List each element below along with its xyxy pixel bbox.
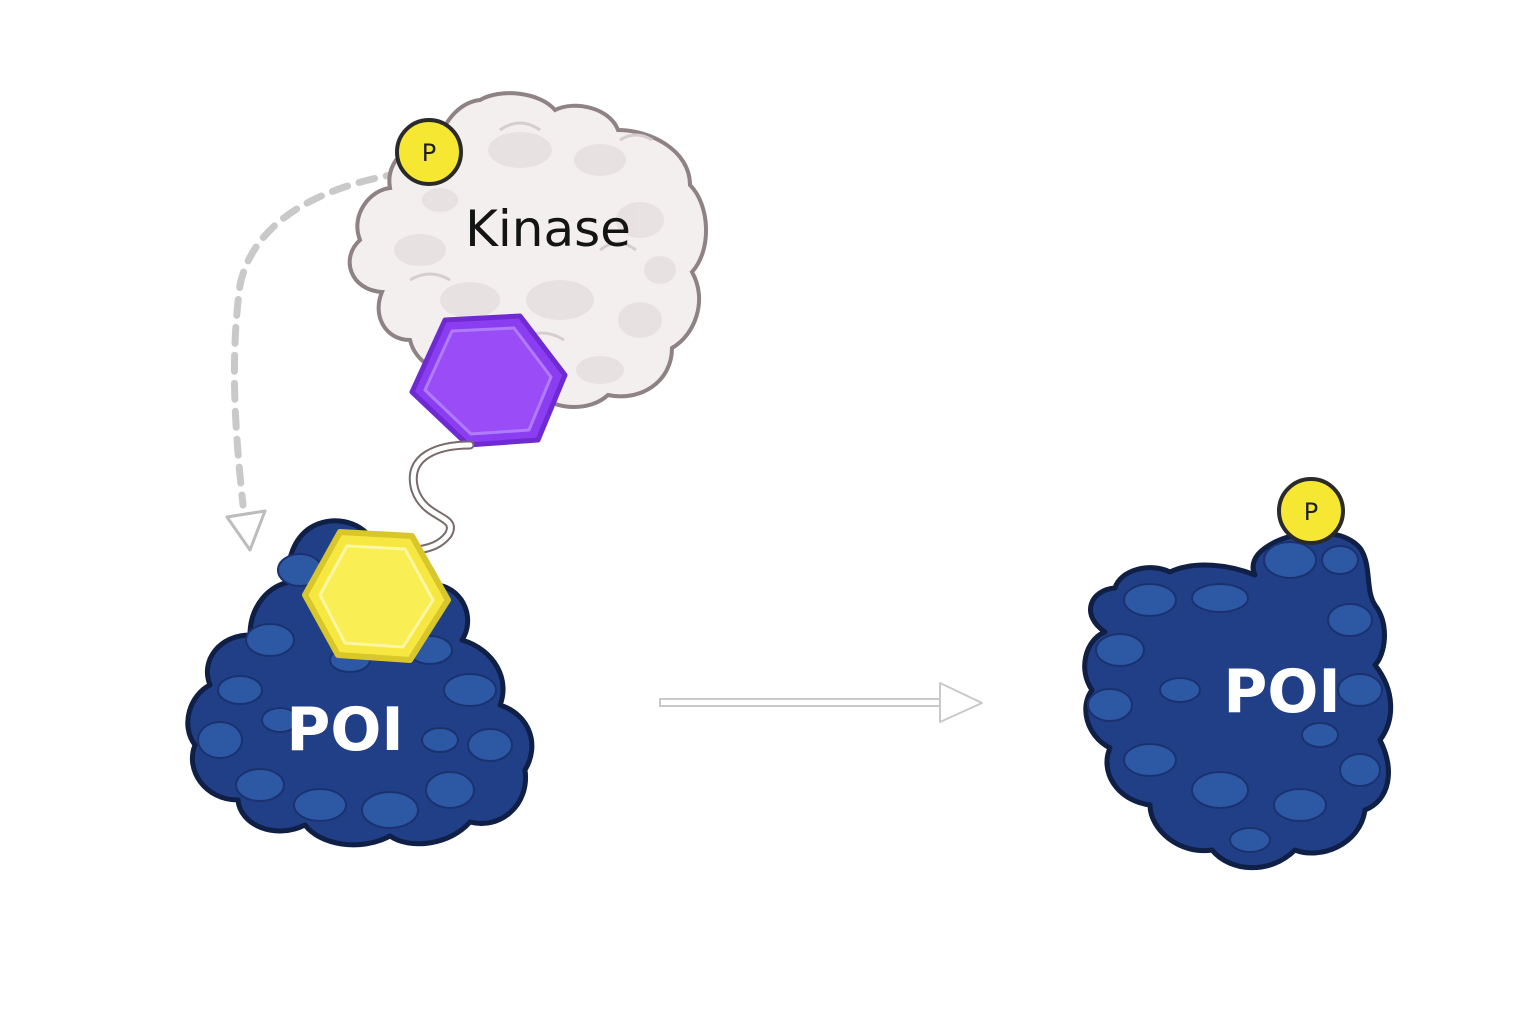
kinase-label: Kinase <box>465 200 631 258</box>
phosphate-poi: P <box>1277 477 1345 545</box>
poi-ligand-hexagon <box>302 529 451 663</box>
phosphate-transfer-arrow <box>225 169 406 552</box>
dashed-arrowhead <box>225 509 267 552</box>
poi-right-label: POI <box>1223 657 1340 727</box>
phosphate-poi-label: P <box>1304 498 1318 526</box>
linker <box>408 440 475 555</box>
phosphate-kinase-label: P <box>422 139 436 167</box>
poi-left-label: POI <box>286 695 403 765</box>
kinase-binder-hexagon <box>409 313 568 448</box>
reaction-arrow <box>659 682 983 723</box>
phosphate-kinase: P <box>395 118 463 186</box>
poi-protein-right: POI <box>1082 530 1394 871</box>
